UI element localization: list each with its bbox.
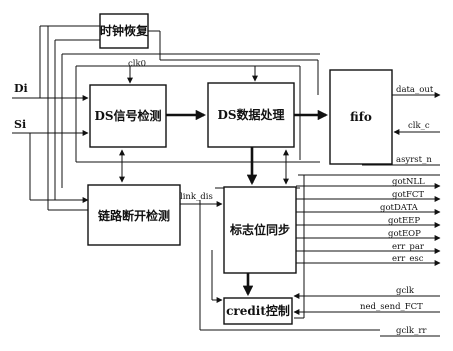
credit-block (223, 297, 293, 325)
ds-process-label: DS数据处理 (217, 107, 284, 122)
flag-output-lines (296, 183, 441, 266)
flag-sync-label: 标志位同步 (229, 222, 290, 237)
gotnll-label: gotNLL (392, 177, 425, 187)
ds-detect-label: DS信号检测 (94, 108, 161, 123)
link-detect-block (87, 184, 181, 246)
gclk-label: gclk (396, 286, 415, 296)
link-dis-label: link_dis (180, 192, 213, 202)
ds-detect-block (89, 84, 167, 148)
link-detect-label: 链路断开检测 (98, 208, 170, 223)
fifo-block (329, 69, 393, 165)
clk0-label: clk0 (128, 59, 146, 69)
asyrst-n-label: asyrst_n (396, 155, 432, 165)
goteop-label: gotEOP (388, 229, 421, 239)
credit-label: credit控制 (226, 303, 290, 318)
ds-process-block (207, 82, 295, 148)
si-label: Si (14, 118, 26, 131)
gclk-rr-label: gclk_rr (396, 326, 427, 336)
flag-sync-block (223, 186, 297, 274)
goteep-label: gotEEP (388, 216, 420, 226)
err-par-label: err_par (392, 242, 425, 252)
clk-c-label: clk_c (408, 121, 430, 131)
clock-recovery-label: 时钟恢复 (100, 23, 149, 38)
fifo-label: fifo (350, 110, 372, 124)
data-out-label: data_out (396, 85, 434, 95)
ned-send-fct-label: ned_send_FCT (360, 302, 423, 312)
gotfct-label: gotFCT (392, 190, 424, 200)
di-label: Di (14, 82, 28, 95)
err-esc-label: err_esc (392, 254, 424, 264)
gotdata-label: gotDATA (380, 203, 419, 213)
